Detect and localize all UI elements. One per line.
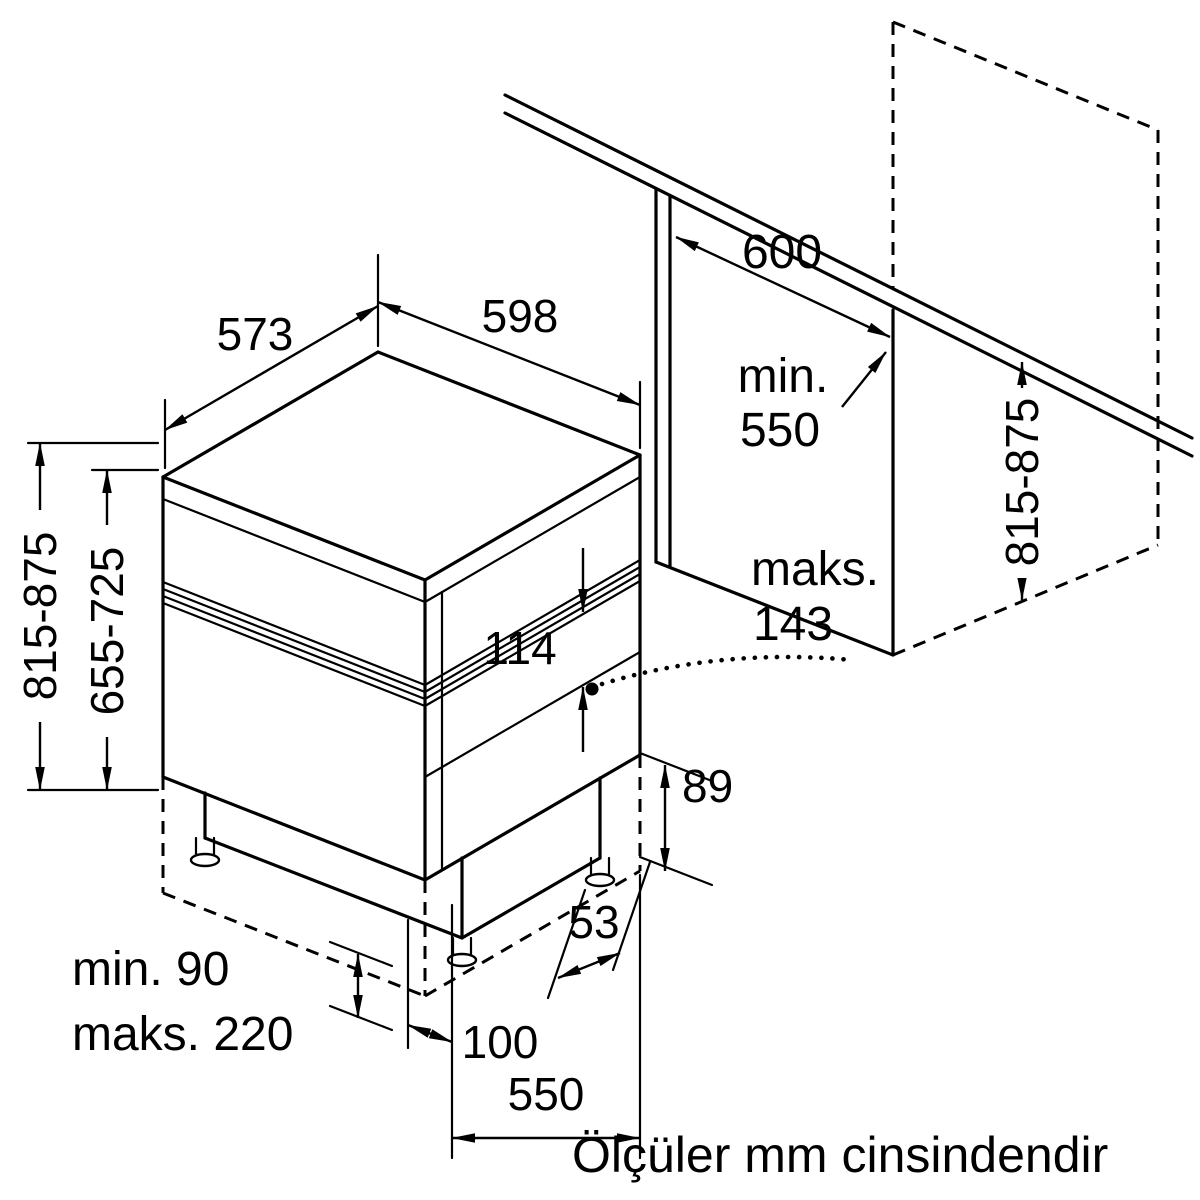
dim-plinth-recess-label: 100	[462, 1016, 539, 1068]
dim-height-overall: 815-875	[14, 441, 160, 792]
dim-niche-depth-label: 600	[742, 226, 822, 279]
dim-plinth-recess: 100	[406, 918, 539, 1068]
dim-foot-offset: 53	[546, 860, 652, 1000]
dim-door-max: maks. 143	[585, 543, 879, 696]
door-max-leader-dots	[599, 654, 855, 687]
worktop-lines	[503, 93, 1194, 458]
dim-bottom-depth: 550	[450, 873, 642, 1160]
dishwasher-bottom-edges	[161, 753, 642, 882]
dim-plinth-min-label: min. 90	[72, 943, 229, 996]
adjustable-feet	[189, 836, 616, 968]
dishwasher-top-face	[161, 350, 642, 582]
dim-rear-gap-label: 89	[682, 760, 733, 812]
niche-walls	[654, 187, 895, 657]
plinth-edges	[203, 776, 602, 940]
dishwasher-vertical-edges	[161, 453, 642, 882]
door-pivot-dot	[585, 682, 599, 696]
dim-plinth-range: min. 90 maks. 220	[72, 940, 394, 1061]
dishwasher-rim-lines	[161, 475, 642, 604]
dim-foot-offset-label: 53	[568, 896, 619, 948]
dim-rear-gap: 89	[638, 751, 733, 887]
dim-door-max-value: 143	[753, 598, 833, 651]
door-top-band	[161, 558, 642, 872]
dim-niche-min-value: 550	[740, 404, 820, 457]
dim-top-depth-label: 573	[217, 308, 294, 360]
dim-niche-min: min. 550	[738, 350, 887, 457]
dim-niche-min-label: min.	[738, 350, 829, 403]
dim-panel-height-label: 114	[483, 622, 556, 674]
dim-door-max-label: maks.	[751, 543, 879, 596]
dim-niche-height: 815-875	[996, 361, 1052, 601]
dim-height-inner-label: 655-725	[81, 547, 133, 716]
dim-bottom-depth-label: 550	[508, 1068, 585, 1120]
dim-height-inner: 655-725	[81, 468, 160, 791]
dim-top-depth: 573	[163, 253, 380, 470]
dim-top-width-label: 598	[482, 290, 559, 342]
dim-niche-height-label: 815-875	[996, 398, 1048, 567]
dim-height-overall-label: 815-875	[14, 532, 66, 701]
dim-panel-height: 114	[483, 548, 588, 752]
dim-top-width: 598	[377, 290, 642, 450]
dim-plinth-max-label: maks. 220	[72, 1008, 293, 1061]
plinth-adjust-dashed	[161, 755, 642, 998]
dim-niche-depth: 600	[675, 226, 891, 339]
units-caption: Ölçüler mm cinsindendir	[572, 1127, 1108, 1183]
